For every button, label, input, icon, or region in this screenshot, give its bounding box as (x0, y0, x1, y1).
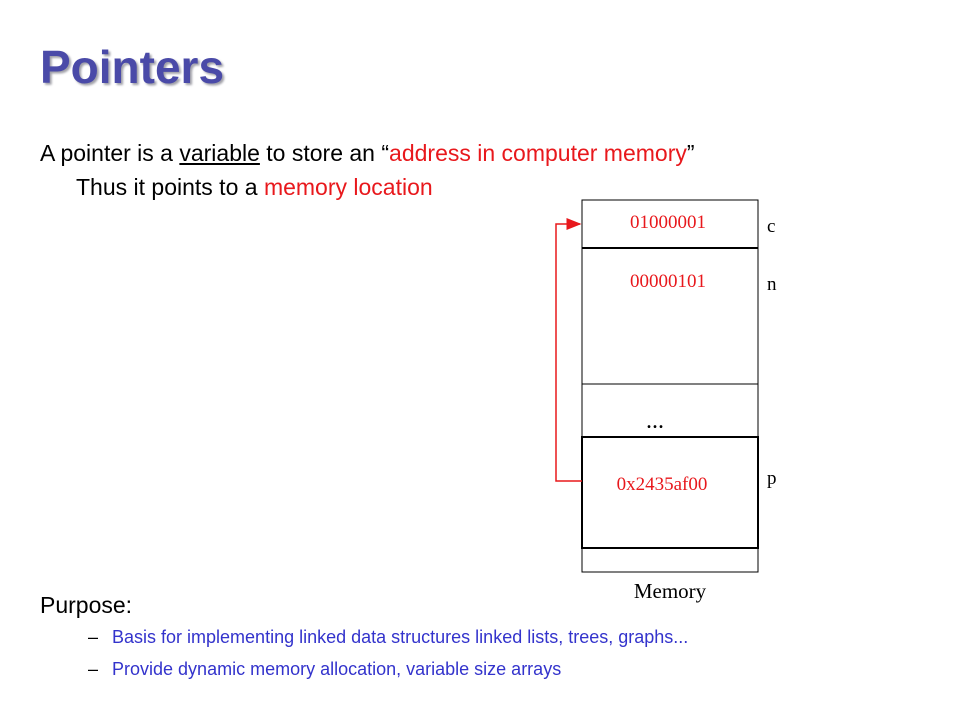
pointer-cell (581, 436, 759, 549)
label-n: n (767, 274, 777, 295)
variable-word: variable (179, 140, 260, 166)
points-to-part1: Thus it points to a (76, 174, 264, 200)
definition-part1: A pointer is a (40, 140, 180, 166)
cell-c-value: 01000001 (630, 212, 706, 233)
cell-p-value: 0x2435af00 (617, 474, 708, 495)
bullet-item: –Provide dynamic memory allocation, vari… (88, 659, 561, 680)
points-to-line: Thus it points to a memory location (76, 174, 433, 201)
bullet-dash: – (88, 627, 99, 647)
slide-title: Pointers (40, 41, 225, 93)
bullet-dash: – (88, 659, 99, 679)
memory-caption: Memory (634, 579, 707, 603)
ellipsis: ... (646, 408, 664, 434)
cell-n-value: 00000101 (630, 271, 706, 292)
memory-location-phrase: memory location (263, 174, 433, 200)
label-c: c (767, 216, 775, 237)
bullet-text: Provide dynamic memory allocation, varia… (112, 659, 562, 679)
label-p: p (767, 468, 777, 489)
bullet-item: –Basis for implementing linked data stru… (88, 627, 688, 648)
definition-line: A pointer is a variable to store an “add… (40, 140, 695, 167)
purpose-heading: Purpose: (40, 592, 133, 618)
bullet-text: Basis for implementing linked data struc… (112, 627, 689, 647)
address-phrase: address in computer memory (389, 140, 687, 166)
memory-strip (581, 199, 759, 573)
pointer-arrow (555, 218, 582, 482)
definition-part3: ” (686, 140, 695, 166)
definition-part2: to store an “ (259, 140, 390, 166)
